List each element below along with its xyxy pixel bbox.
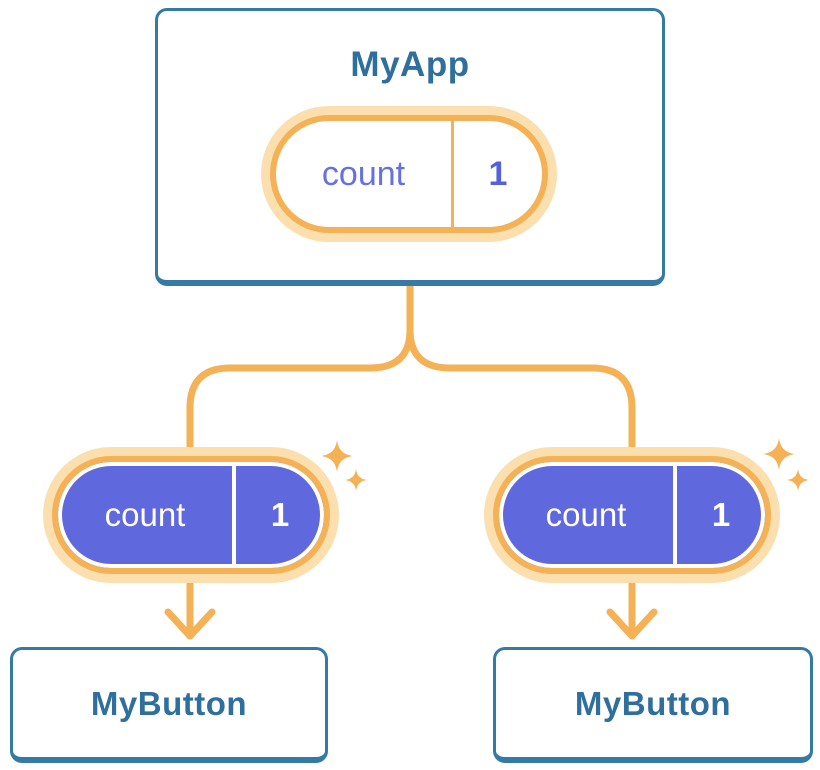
prop-label: count — [545, 496, 627, 533]
sparkles-icon — [763, 438, 809, 491]
state-value: 1 — [488, 154, 508, 193]
prop-pill-left: count 1 — [52, 456, 330, 574]
connector-branch-right — [406, 286, 636, 454]
sparkle-small — [345, 469, 367, 491]
prop-pill-value-cell: 1 — [673, 462, 765, 568]
prop-pill-label-cell: count — [58, 462, 232, 568]
state-pill-label-cell: count — [276, 121, 451, 227]
sparkle-small — [787, 469, 809, 491]
state-pill-value-cell: 1 — [451, 121, 542, 227]
sparkles-icon — [321, 440, 367, 491]
prop-value: 1 — [711, 496, 731, 533]
component-title: MyApp — [350, 45, 470, 84]
component-title: MyButton — [90, 684, 248, 722]
arrow-head — [164, 608, 216, 640]
prop-label: count — [104, 496, 186, 533]
component-title: MyButton — [574, 684, 732, 722]
prop-value: 1 — [270, 496, 290, 533]
prop-pill-label-cell: count — [499, 462, 673, 568]
down-arrow-left-icon — [164, 578, 216, 640]
down-arrow-right-icon — [606, 576, 658, 640]
prop-pill-right: count 1 — [493, 456, 771, 574]
component-node-myapp: MyApp count 1 — [155, 8, 665, 286]
component-node-mybutton-left: MyButton — [10, 647, 328, 763]
connector-branch-left — [186, 286, 414, 454]
component-node-mybutton-right: MyButton — [493, 647, 813, 763]
state-label: count — [321, 154, 406, 193]
state-pill: count 1 — [270, 115, 548, 233]
sparkle-large — [321, 440, 353, 472]
sparkle-large — [763, 438, 795, 470]
prop-pill-value-cell: 1 — [232, 462, 324, 568]
arrow-head — [606, 608, 658, 640]
